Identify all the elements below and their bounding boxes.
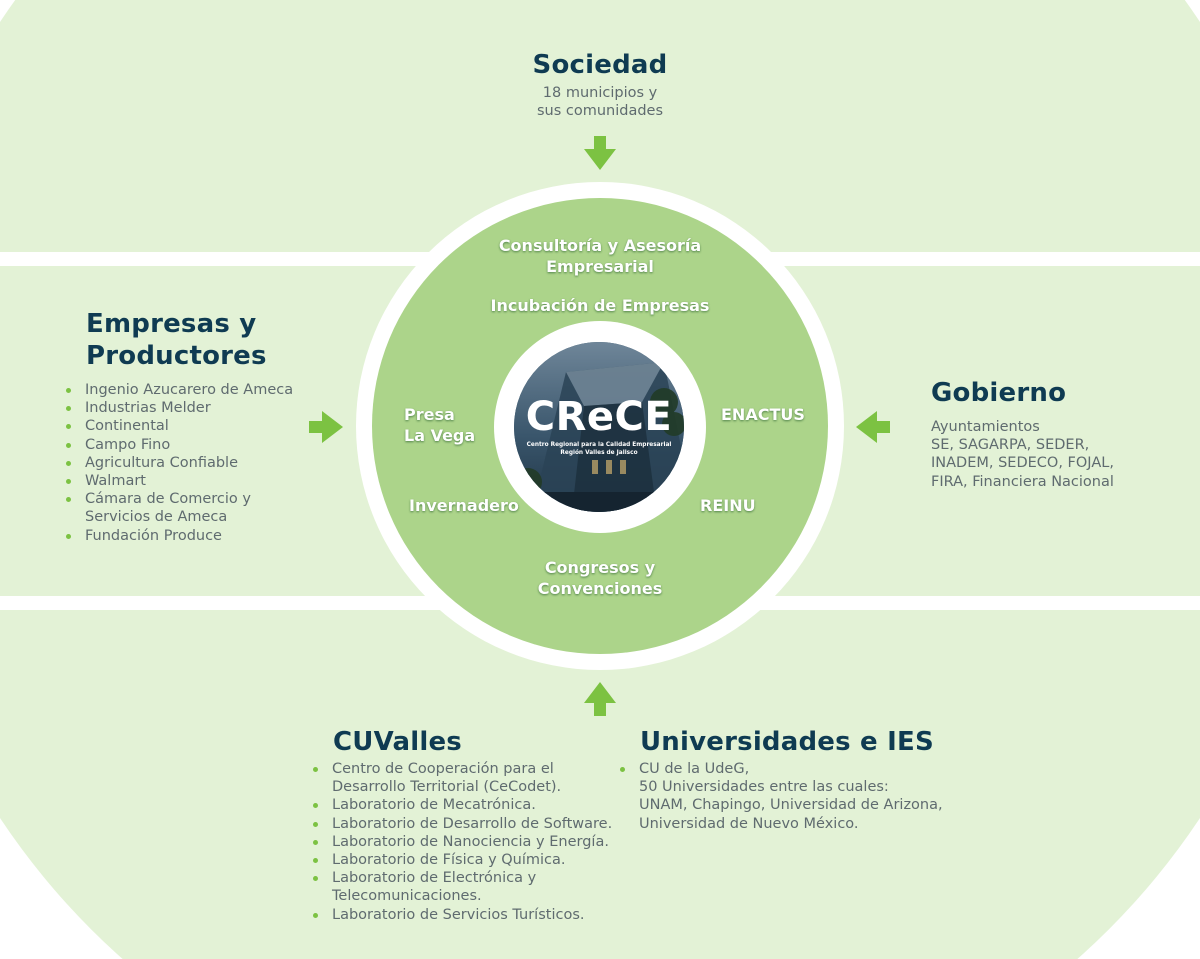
arrow-left-icon bbox=[856, 411, 890, 443]
empresas-title-line-2: Productores bbox=[86, 341, 267, 371]
universidades-line: 50 Universidades entre las cuales: bbox=[639, 779, 889, 796]
building-photo bbox=[514, 342, 684, 512]
gobierno-line: SE, SAGARPA, SEDER, bbox=[931, 437, 1090, 454]
sociedad-line-2: sus comunidades bbox=[536, 103, 664, 120]
cuvalles-list-item: Laboratorio de Física y Química. bbox=[313, 851, 613, 869]
cuvalles-list-item: Laboratorio de Electrónica y Telecomunic… bbox=[313, 869, 613, 905]
cuvalles-list-item: Laboratorio de Desarrollo de Software. bbox=[313, 815, 613, 833]
empresas-title-line-1: Empresas y bbox=[86, 309, 257, 339]
cuvalles-list-item: Laboratorio de Servicios Turísticos. bbox=[313, 906, 613, 924]
empresas-list-item: Continental bbox=[66, 417, 304, 435]
service-congresos: Congresos y Convenciones bbox=[470, 557, 730, 599]
service-congresos-line-1: Congresos y bbox=[544, 558, 656, 577]
gobierno-line: Ayuntamientos bbox=[931, 419, 1040, 435]
logo-subtitle-line-1: Centro Regional para la Calidad Empresar… bbox=[526, 442, 672, 448]
service-invernadero: Invernadero bbox=[409, 496, 519, 515]
empresas-list-item: Fundación Produce bbox=[66, 527, 304, 545]
service-presa-line-1: Presa bbox=[404, 405, 455, 424]
universidades-description: CU de la UdeG, 50 Universidades entre las… bbox=[620, 760, 950, 833]
arrow-right-icon bbox=[309, 411, 343, 443]
service-consultoria: Consultoría y Asesoría Empresarial bbox=[470, 235, 730, 277]
service-consultoria-line-2: Empresarial bbox=[546, 257, 654, 276]
empresas-list-item: Agricultura Confiable bbox=[66, 454, 304, 472]
service-congresos-line-2: Convenciones bbox=[537, 579, 663, 598]
arrow-down-icon bbox=[584, 136, 616, 170]
empresas-list-item: Cámara de Comercio y Servicios de Ameca bbox=[66, 490, 304, 526]
sociedad-title: Sociedad bbox=[532, 50, 668, 80]
empresas-list-item: Industrias Melder bbox=[66, 399, 304, 417]
empresas-list-item: Campo Fino bbox=[66, 436, 304, 454]
universidades-list: CU de la UdeG, 50 Universidades entre las… bbox=[620, 760, 950, 833]
service-incubacion: Incubación de Empresas bbox=[490, 296, 710, 315]
service-presa-line-2: La Vega bbox=[404, 426, 476, 445]
service-reinu: REINU bbox=[700, 496, 756, 515]
cuvalles-title: CUValles bbox=[333, 727, 462, 757]
cuvalles-list-item: Laboratorio de Mecatrónica. bbox=[313, 796, 613, 814]
universidades-line: CU de la UdeG, bbox=[639, 761, 750, 777]
arrow-up-icon bbox=[584, 682, 616, 716]
empresas-title: Empresas y Productores bbox=[86, 308, 267, 372]
sociedad-description: 18 municipios y sus comunidades bbox=[480, 84, 720, 120]
service-consultoria-line-1: Consultoría y Asesoría bbox=[498, 236, 702, 255]
universidades-line: UNAM, Chapingo, Universidad de Arizona, bbox=[639, 797, 943, 814]
service-enactus: ENACTUS bbox=[721, 405, 805, 424]
universidades-title: Universidades e IES bbox=[640, 727, 934, 757]
cuvalles-list: Centro de Cooperación para el Desarrollo… bbox=[313, 760, 613, 924]
crece-logo: CReCE Centro Regional para la Calidad Em… bbox=[514, 342, 684, 512]
logo-subtitle-line-2: Región Valles de Jalisco bbox=[560, 450, 638, 456]
empresas-list-item: Ingenio Azucarero de Ameca bbox=[66, 381, 304, 399]
sociedad-line-1: 18 municipios y bbox=[542, 85, 658, 101]
cuvalles-list-item: Centro de Cooperación para el Desarrollo… bbox=[313, 760, 613, 796]
service-presa-la-vega: Presa La Vega bbox=[404, 404, 475, 446]
empresas-list-item: Walmart bbox=[66, 472, 304, 490]
logo-title: CReCE bbox=[525, 394, 673, 440]
gobierno-line: FIRA, Financiera Nacional bbox=[931, 473, 1114, 490]
universidades-item: CU de la UdeG, 50 Universidades entre las… bbox=[620, 760, 950, 833]
universidades-line: Universidad de Nuevo México. bbox=[639, 815, 859, 832]
gobierno-line: INADEM, SEDECO, FOJAL, bbox=[931, 455, 1114, 472]
cuvalles-list-item: Laboratorio de Nanociencia y Energía. bbox=[313, 833, 613, 851]
gobierno-title: Gobierno bbox=[931, 378, 1067, 408]
